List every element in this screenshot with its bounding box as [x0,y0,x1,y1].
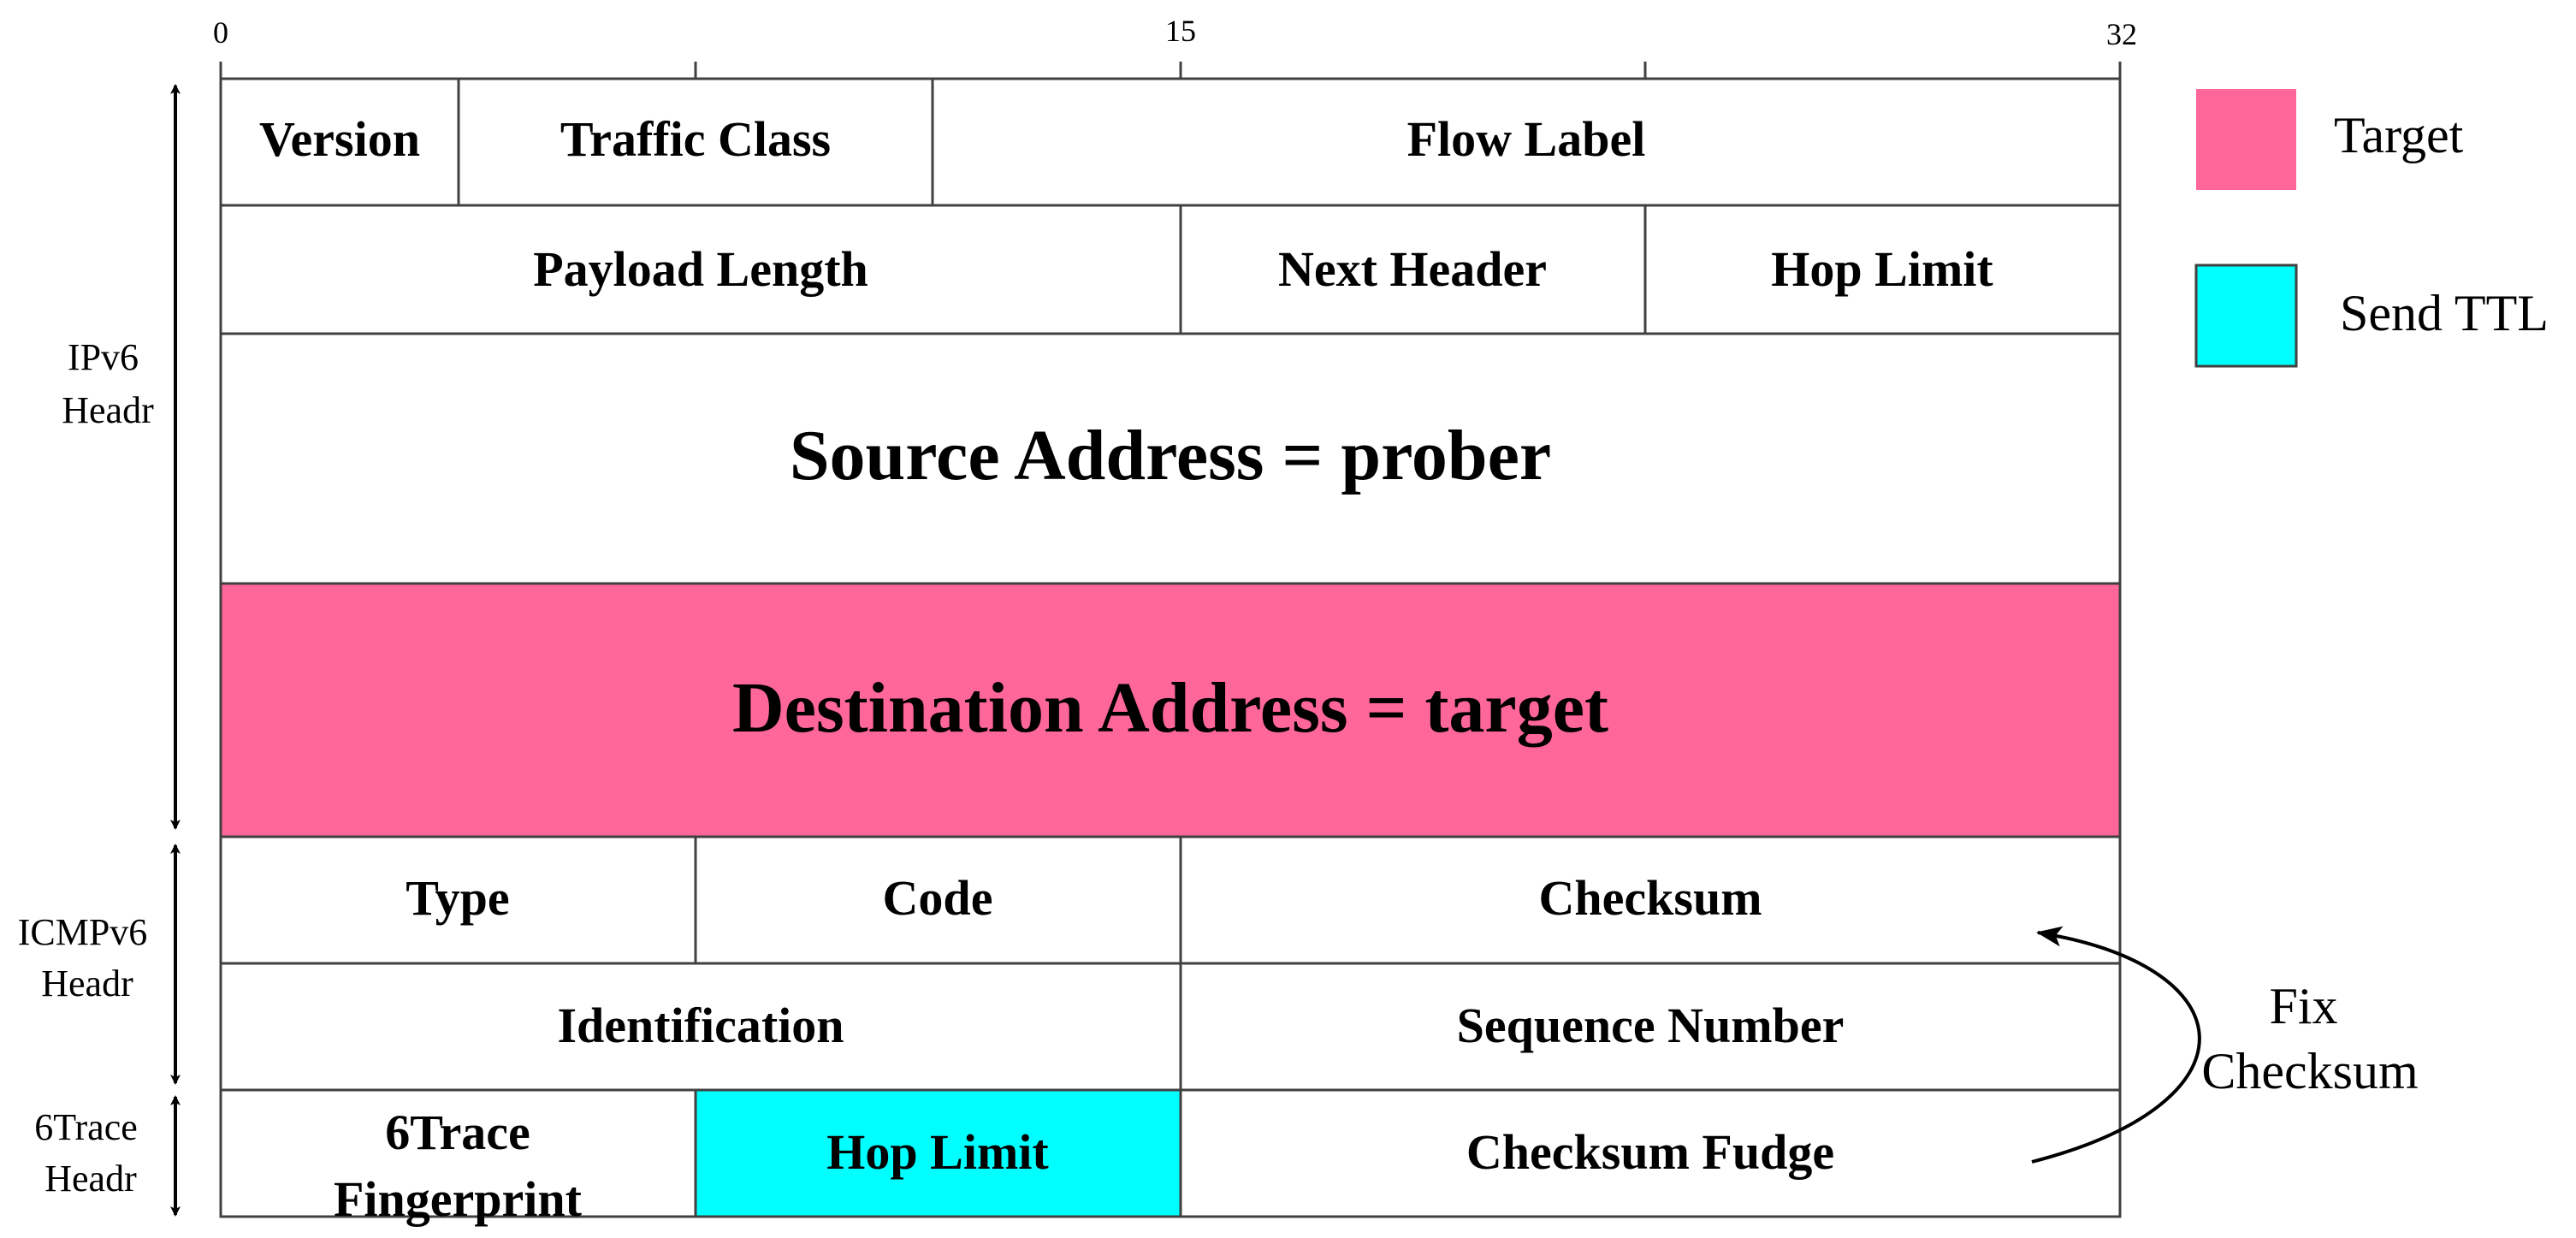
header-row-1: Version Traffic Class Flow Label [219,77,2122,207]
field-type-label: Type [406,870,509,926]
ipv6-header-label-line-1: IPv6 [68,336,139,378]
field-send-hop-limit [694,1088,1182,1218]
field-destination-address [219,582,2122,838]
header-row-2: Payload Length Next Header Hop Limit [219,204,2122,335]
field-payload-length [219,204,1182,335]
legend-swatch-send-ttl [2194,264,2298,368]
field-hop-limit-label: Hop Limit [1771,241,1993,297]
fix-checksum-label: Fix Checksum [2201,978,2418,1099]
fix-checksum-label-line-2: Checksum [2201,1043,2418,1099]
field-sequence-number [1179,962,2122,1092]
field-checksum-fudge-label: Checksum Fudge [1466,1124,1834,1180]
field-checksum [1179,835,2122,965]
field-checksum-label: Checksum [1538,870,1762,926]
field-send-hop-limit-label: Hop Limit [826,1124,1049,1180]
field-6trace-fingerprint-label-line-2: Fingerprint [334,1171,583,1227]
icmpv6-header-label-line-1: ICMPv6 [18,911,148,953]
legend-label-target: Target [2334,107,2464,163]
field-flow-label-label: Flow Label [1407,111,1646,167]
ipv6-header-label-line-2: Headr [62,389,154,431]
packet-header-table: Version Traffic Class Flow Label Payload… [219,77,2122,1227]
legend-swatch-target [2196,89,2296,190]
field-6trace-fingerprint-label-line-1: 6Trace [385,1105,530,1160]
field-payload-length-label: Payload Length [533,241,868,297]
field-source-address [219,332,2122,585]
field-code-label: Code [883,870,993,926]
field-destination-address-label: Destination Address = target [732,668,1608,748]
section-labels: IPv6 Headr ICMPv6 Headr 6Trace Headr [18,336,157,1199]
header-row-6: Identification Sequence Number [219,962,2122,1092]
6trace-header-label-line-2: Headr [44,1158,137,1199]
field-traffic-class-label: Traffic Class [560,111,831,167]
ruler-label-32: 32 [2106,17,2137,51]
fix-checksum-curved-arrow [2031,926,2201,1164]
bit-ruler: 0 15 32 [213,14,2137,80]
field-identification [219,962,1182,1092]
legend-label-send-ttl: Send TTL [2340,285,2549,341]
icmpv6-header-label: ICMPv6 Headr [18,911,157,1004]
ruler-label-15: 15 [1165,14,1196,48]
fix-checksum-annotation: Fix Checksum [2031,926,2419,1164]
field-6trace-fingerprint [219,1088,697,1218]
field-identification-label: Identification [557,998,844,1053]
6trace-header-label: 6Trace Headr [34,1106,147,1199]
6trace-header-label-line-1: 6Trace [34,1106,138,1148]
ipv6-header-label: IPv6 Headr [62,336,154,431]
field-checksum-fudge [1179,1088,2122,1218]
header-row-4: Destination Address = target [219,582,2122,838]
field-source-address-label: Source Address = prober [790,416,1551,495]
legend: Target Send TTL [2194,89,2549,368]
header-row-5: Type Code Checksum [219,835,2122,965]
field-flow-label [931,77,2122,207]
ruler-label-0: 0 [213,15,228,50]
field-next-header-label: Next Header [1278,241,1547,297]
header-row-3: Source Address = prober [219,332,2122,585]
field-version-label: Version [259,111,420,167]
field-hop-limit [1643,204,2122,335]
field-next-header [1179,204,1647,335]
field-sequence-number-label: Sequence Number [1457,998,1845,1053]
field-code [694,835,1182,965]
icmpv6-header-label-line-2: Headr [41,963,133,1004]
fix-checksum-label-line-1: Fix [2269,978,2337,1034]
